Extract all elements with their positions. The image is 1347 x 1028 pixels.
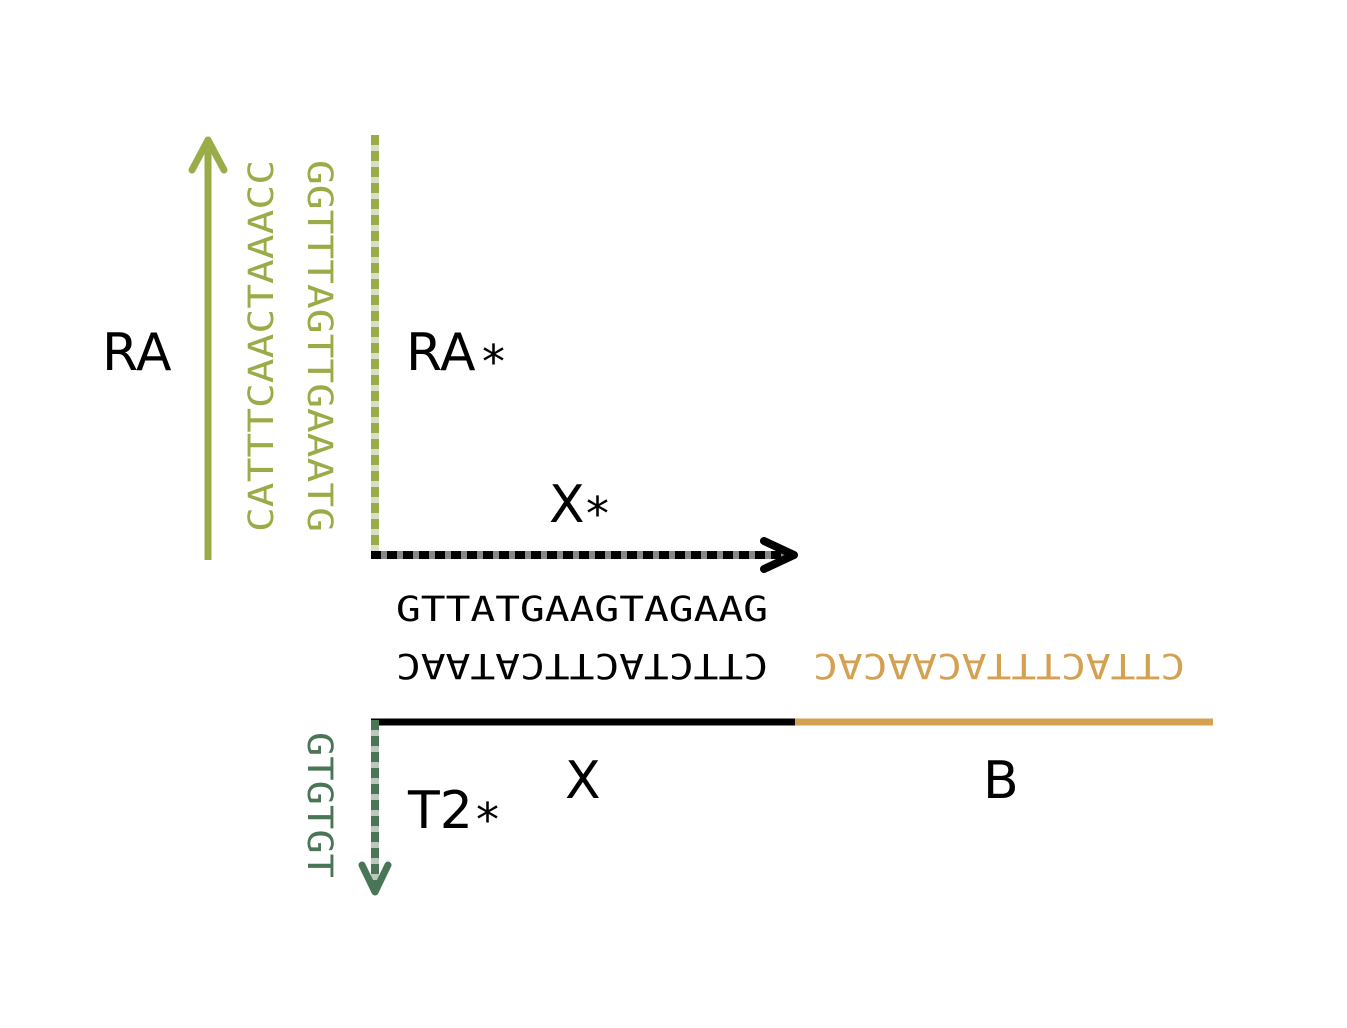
ra-star-asterisk: * [482, 335, 505, 389]
ra-arrowhead-icon [188, 136, 228, 174]
x-star-label-group: X * [549, 475, 609, 541]
x-star-sequence: GTTATGAAGTAGAAG [396, 590, 768, 630]
ra-star-label-group: RA * [406, 323, 505, 389]
ra-strand [188, 136, 228, 560]
t2-star-asterisk: * [476, 793, 499, 847]
ra-sequence: CATTTCAACTAAACC [242, 160, 282, 532]
ra-label: RA [102, 323, 172, 383]
x-sequence: CTTCTACTTCATAAC [396, 645, 768, 685]
x-star-asterisk: * [586, 487, 609, 541]
t2-star-label: T2 [407, 781, 473, 841]
b-sequence: CTTACTTTACAACAC [813, 645, 1185, 685]
x-star-arrowhead-icon [760, 537, 798, 573]
x-star-label: X [549, 475, 585, 535]
ra-star-sequence: GGTTTAGTTGAAATG [299, 160, 339, 532]
t2-star-arrowhead-icon [358, 861, 392, 896]
t2-star-label-group: T2 * [407, 781, 499, 847]
b-label: B [983, 751, 1019, 811]
x-star-strand [371, 537, 798, 573]
x-label: X [565, 751, 601, 811]
t2-star-strand [358, 720, 392, 896]
ra-star-label: RA [406, 323, 476, 383]
t2-star-sequence: GTGTGT [299, 732, 339, 878]
